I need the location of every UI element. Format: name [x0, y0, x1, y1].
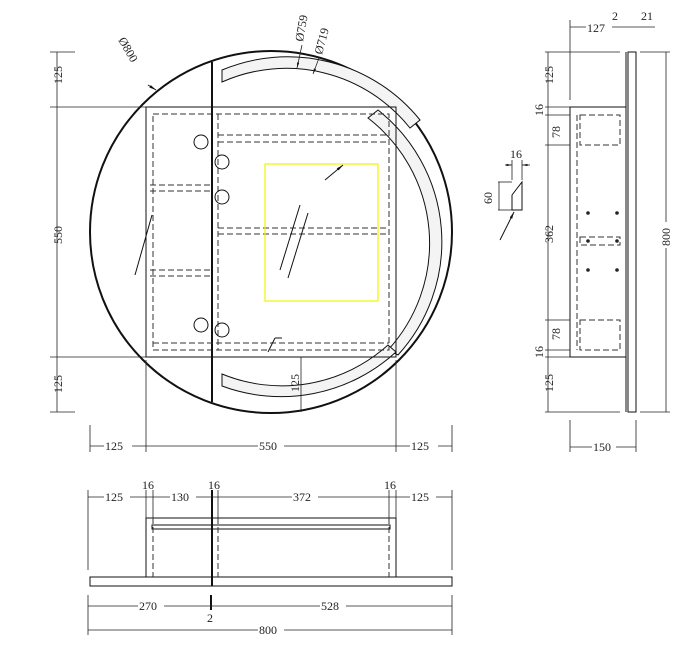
cabinet-outline — [145, 106, 397, 358]
svg-text:550: 550 — [51, 226, 65, 244]
bottom-view: 125 16 130 16 372 16 125 270 2 528 800 — [87, 478, 453, 637]
svg-text:800: 800 — [259, 623, 277, 637]
dim-dia-800: Ø800 — [115, 35, 140, 65]
bottom-top-dims: 125 16 130 16 372 16 125 — [87, 478, 453, 570]
svg-text:528: 528 — [321, 599, 339, 613]
bottom-under-dims: 270 2 528 800 — [87, 595, 453, 637]
hinge-icons — [193, 134, 230, 338]
svg-text:125: 125 — [542, 374, 556, 392]
svg-text:130: 130 — [171, 490, 189, 504]
svg-text:125: 125 — [542, 66, 556, 84]
svg-text:550: 550 — [259, 439, 277, 453]
svg-text:78: 78 — [549, 328, 563, 340]
mirror-plate — [627, 51, 637, 413]
svg-text:16: 16 — [208, 478, 220, 492]
svg-text:125: 125 — [411, 490, 429, 504]
led-strip-top — [221, 56, 421, 129]
svg-text:125: 125 — [105, 490, 123, 504]
svg-text:16: 16 — [532, 346, 546, 358]
svg-text:2: 2 — [612, 9, 618, 23]
svg-text:800: 800 — [659, 228, 673, 246]
svg-text:125: 125 — [288, 374, 302, 392]
svg-text:125: 125 — [105, 439, 123, 453]
svg-text:2: 2 — [207, 611, 213, 625]
mirror-plate-bottom — [89, 576, 453, 587]
dim-dia-719: Ø719 — [311, 26, 331, 55]
svg-text:270: 270 — [139, 599, 157, 613]
svg-text:127: 127 — [587, 21, 605, 35]
svg-text:150: 150 — [593, 440, 611, 454]
led-sensor-area — [264, 163, 379, 302]
svg-text:16: 16 — [384, 478, 396, 492]
edge-detail: 16 60 — [481, 147, 530, 241]
svg-text:21: 21 — [641, 9, 653, 23]
svg-text:125: 125 — [411, 439, 429, 453]
svg-text:372: 372 — [293, 490, 311, 504]
svg-text:60: 60 — [481, 192, 495, 204]
svg-text:78: 78 — [549, 126, 563, 138]
mirror-outline — [89, 50, 453, 414]
front-vertical-dims: 125 550 125 — [50, 51, 146, 413]
svg-text:16: 16 — [510, 147, 522, 161]
led-strip-bottom — [221, 344, 397, 398]
svg-text:125: 125 — [51, 66, 65, 84]
dim-dia-759: Ø759 — [292, 14, 310, 43]
svg-text:16: 16 — [532, 104, 546, 116]
svg-text:125: 125 — [51, 375, 65, 393]
svg-text:362: 362 — [542, 225, 556, 243]
front-view: Ø800 Ø759 Ø719 125 550 125 125 550 125 1… — [50, 14, 453, 453]
side-view: 125 16 78 362 78 16 125 800 127 2 21 150 — [532, 9, 673, 454]
front-horizontal-dims: 125 550 125 125 — [89, 337, 453, 453]
svg-text:16: 16 — [142, 478, 154, 492]
